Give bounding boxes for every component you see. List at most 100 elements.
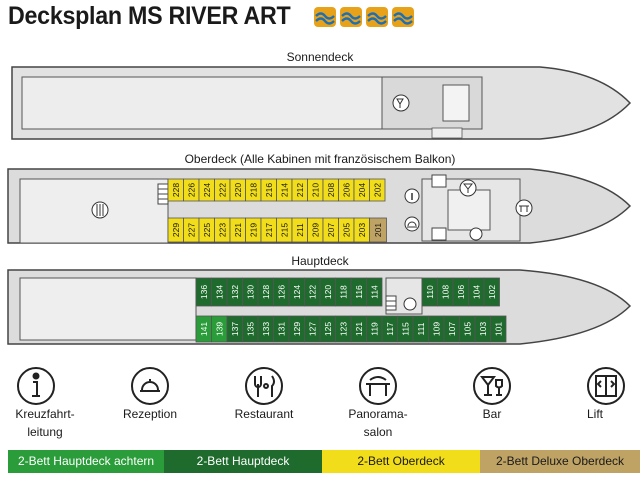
cabin-number: 129 <box>292 322 302 336</box>
oberdeck-cabins-top: 228 226 224 222 220 218 216 214 212 210 208 206 204 2… <box>167 178 386 202</box>
cabin-number: 115 <box>400 322 410 336</box>
cabin-102[interactable] <box>483 277 500 307</box>
cabin-number: 223 <box>217 223 227 237</box>
category-swatch: 2-Bett Hauptdeck achtern <box>8 450 164 473</box>
cabin-number: 211 <box>295 223 305 237</box>
cabin-number: 139 <box>214 322 224 336</box>
cabin-number: 136 <box>199 285 209 299</box>
cabin-number: 206 <box>341 183 351 197</box>
cabin-number: 105 <box>462 322 472 336</box>
legend-label-reception-bell: Rezeption <box>122 407 178 421</box>
legend-label-panorama-salon: Panorama- salon <box>348 407 408 439</box>
cabin-number: 116 <box>354 285 364 299</box>
cabin-number: 135 <box>245 322 255 336</box>
page-title: Decksplan MS RIVER ART <box>8 2 291 30</box>
cabin-number: 131 <box>276 322 286 336</box>
cabin-number: 229 <box>171 223 181 237</box>
cabin-number: 110 <box>425 285 435 299</box>
hauptdeck-stairs <box>385 295 397 311</box>
cabin-number: 212 <box>295 183 305 197</box>
sonnendeck-label: Sonnendeck <box>286 50 354 64</box>
cabin-number: 205 <box>341 223 351 237</box>
cabin-number: 119 <box>369 322 379 336</box>
category-swatch: 2-Bett Oberdeck <box>322 450 480 473</box>
cabin-number: 209 <box>310 223 320 237</box>
cabin-number: 104 <box>471 285 481 299</box>
cabin-number: 227 <box>186 223 196 237</box>
cabin-202[interactable] <box>369 178 386 202</box>
cabin-number: 215 <box>279 223 289 237</box>
cabin-number: 214 <box>279 183 289 197</box>
cabin-number: 204 <box>357 183 367 197</box>
legend-label-restaurant: Restaurant <box>234 407 294 421</box>
cabin-number: 134 <box>214 285 224 299</box>
legend-label-info: Kreuzfahrt- leitung <box>15 407 75 439</box>
cabin-number: 208 <box>326 183 336 197</box>
cabin-number: 109 <box>431 322 441 336</box>
cabin-number: 121 <box>354 322 364 336</box>
cabin-number: 222 <box>217 183 227 197</box>
cabin-number: 127 <box>307 322 317 336</box>
cabin-number: 128 <box>261 285 271 299</box>
cabin-number: 107 <box>447 322 457 336</box>
hauptdeck-label: Hauptdeck <box>291 254 349 268</box>
cabin-number: 218 <box>248 183 258 197</box>
cabin-number: 210 <box>310 183 320 197</box>
logo-waves <box>314 7 414 27</box>
cabin-number: 106 <box>456 285 466 299</box>
category-swatch: 2-Bett Deluxe Oberdeck <box>480 450 640 473</box>
hauptdeck-lift-icon <box>403 297 417 311</box>
category-swatch: 2-Bett Hauptdeck <box>164 450 322 473</box>
cabin-number: 132 <box>230 285 240 299</box>
oberdeck-reception-icon <box>404 216 420 232</box>
cabin-201[interactable] <box>369 217 387 243</box>
cabin-number: 219 <box>248 223 258 237</box>
oberdeck-stairs <box>157 174 447 241</box>
cabin-number: 126 <box>276 285 286 299</box>
cabin-number: 221 <box>233 223 243 237</box>
cabin-number: 114 <box>369 285 379 299</box>
oberdeck-lift-icon <box>469 227 483 241</box>
cabin-number: 228 <box>171 183 181 197</box>
cabin-number: 133 <box>261 322 271 336</box>
legend-label-bar: Bar <box>482 407 502 421</box>
cabin-number: 130 <box>245 285 255 299</box>
cabin-number: 120 <box>323 285 333 299</box>
cabin-number: 224 <box>202 183 212 197</box>
cabin-number: 124 <box>292 285 302 299</box>
cabin-114[interactable] <box>366 277 383 307</box>
cabin-number: 203 <box>357 223 367 237</box>
cabin-number: 103 <box>478 322 488 336</box>
cabin-number: 220 <box>233 183 243 197</box>
cabin-101[interactable] <box>490 315 507 343</box>
cabin-number: 125 <box>323 322 333 336</box>
cabin-number: 226 <box>186 183 196 197</box>
legend-label-lift: Lift <box>586 407 603 421</box>
cabin-number: 141 <box>199 322 209 336</box>
oberdeck-bar-icon <box>459 179 477 197</box>
cabin-number: 137 <box>230 322 240 336</box>
cabin-number: 117 <box>385 322 395 336</box>
cabin-number: 123 <box>338 322 348 336</box>
cabin-number: 101 <box>493 322 503 336</box>
cabin-number: 207 <box>326 223 336 237</box>
oberdeck-cabins-deluxe: 201 <box>369 217 387 243</box>
cabin-number: 202 <box>372 183 382 197</box>
hauptdeck-cabins-top-left: 136 134 132 130 128 126 124 122 120 118 116 114 <box>195 277 383 307</box>
cabin-number: 216 <box>264 183 274 197</box>
cabin-number: 118 <box>338 285 348 299</box>
cabin-number: 217 <box>264 223 274 237</box>
cabin-number: 122 <box>307 285 317 299</box>
cabin-number: 108 <box>440 285 450 299</box>
hauptdeck-cabins-achtern: 141 139 <box>195 315 228 343</box>
sonnendeck-bar-icon <box>392 94 410 112</box>
cabin-number: 201 <box>373 223 383 237</box>
oberdeck-label: Oberdeck (Alle Kabinen mit französischem… <box>184 152 456 166</box>
oberdeck-restaurant-icon <box>91 201 109 219</box>
oberdeck-info-icon <box>404 188 420 204</box>
